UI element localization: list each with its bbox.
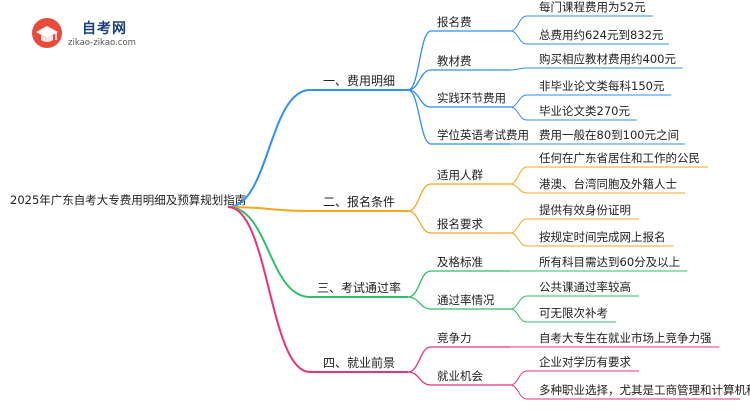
branch-connector xyxy=(227,206,311,373)
logo-url: zikao-zikao.com xyxy=(68,38,136,48)
leaf-label: 非毕业论文类每科150元 xyxy=(539,79,665,93)
leaf-connector xyxy=(509,232,528,247)
leaf-connector xyxy=(509,370,528,386)
sub-label: 实践环节费用 xyxy=(437,91,506,105)
leaf-label: 费用一般在80到100元之间 xyxy=(539,128,679,142)
sub-label: 教材费 xyxy=(437,54,472,68)
leaf-connector xyxy=(509,183,528,194)
leaf-label: 企业对学历有要求 xyxy=(539,355,631,369)
sub-connector xyxy=(407,183,432,212)
leaf-connector xyxy=(509,166,528,185)
sub-label: 通过率情况 xyxy=(437,293,495,307)
branch-connector xyxy=(227,89,311,208)
leaf-label: 公共课通过率较高 xyxy=(539,280,631,294)
leaf-connector xyxy=(509,295,528,310)
leaf-connector xyxy=(509,218,528,234)
leaf-connector xyxy=(509,94,528,108)
branch-connector xyxy=(227,206,311,298)
sub-label: 报名要求 xyxy=(437,217,483,231)
sub-connector xyxy=(407,270,432,298)
branch-connector xyxy=(227,206,311,212)
sub-connector xyxy=(407,210,432,234)
leaf-label: 提供有效身份证明 xyxy=(539,203,631,217)
sub-connector xyxy=(407,30,432,91)
leaf-label: 毕业论文类270元 xyxy=(539,104,630,118)
sub-connector xyxy=(407,346,432,373)
leaf-label: 自考大专生在就业市场上竞争力强 xyxy=(539,331,712,345)
leaf-label: 每门课程费用为52元 xyxy=(539,0,646,14)
logo-title: 自考网 xyxy=(82,21,127,37)
branch-label: 三、考试通过率 xyxy=(317,280,401,295)
leaf-label: 多种职业选择，尤其是工商管理和计算机科学 xyxy=(539,383,750,397)
branch-label: 二、报名条件 xyxy=(323,194,395,209)
sub-label: 及格标准 xyxy=(437,255,483,269)
sub-connector xyxy=(407,371,432,386)
leaf-label: 可无限次补考 xyxy=(539,306,608,320)
sub-label: 学位英语考试费用 xyxy=(437,128,529,142)
leaf-label: 购买相应教材费用约400元 xyxy=(539,52,676,66)
leaf-connector xyxy=(509,384,528,400)
branch-label: 一、费用明细 xyxy=(323,74,395,88)
sub-connector xyxy=(407,69,432,91)
leaf-label: 按规定时间完成网上报名 xyxy=(539,230,666,244)
leaf-label: 港澳、台湾同胞及外籍人士 xyxy=(539,177,677,191)
sub-label: 报名费 xyxy=(437,15,472,29)
sub-connector xyxy=(407,89,432,145)
leaf-label: 总费用约624元到832元 xyxy=(539,28,664,42)
sub-label: 适用人群 xyxy=(437,168,483,182)
leaf-connector xyxy=(509,308,528,323)
sub-connector xyxy=(407,296,432,310)
root-label: 2025年广东自考大专费用明细及预算规划指南 xyxy=(10,193,246,207)
leaf-connector xyxy=(509,67,528,71)
leaf-label: 所有科目需达到60分及以上 xyxy=(539,255,680,269)
site-logo: 自考网 zikao-zikao.com xyxy=(30,14,140,54)
sub-label: 竞争力 xyxy=(437,331,472,345)
sub-label: 就业机会 xyxy=(437,369,483,383)
leaf-connector xyxy=(509,106,528,121)
leaf-connector xyxy=(509,15,528,32)
graduation-cap-icon xyxy=(32,18,62,48)
branch-label: 四、就业前景 xyxy=(323,355,395,370)
leaf-label: 任何在广东省居住和工作的公民 xyxy=(539,151,700,165)
leaf-connector xyxy=(509,30,528,45)
